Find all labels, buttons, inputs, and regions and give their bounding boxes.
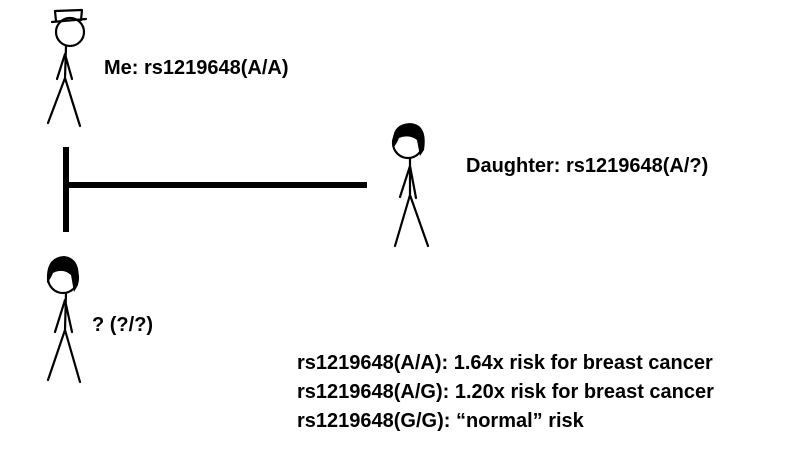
legend-row-ag: rs1219648(A/G): 1.20x risk for breast ca… <box>297 381 714 410</box>
me-label: Me: rs1219648(A/A) <box>104 57 289 79</box>
unknown-hair <box>47 256 79 292</box>
legend-text: rs1219648(G/G): “normal” risk <box>297 410 584 432</box>
legend-text: rs1219648(A/G): 1.20x risk for breast ca… <box>297 381 714 403</box>
pedigree-connector <box>63 147 367 232</box>
me-body <box>46 44 82 128</box>
legend-text: rs1219648(A/A): 1.64x risk for breast ca… <box>297 352 713 374</box>
daughter-figure <box>391 123 430 248</box>
hat-icon <box>50 8 88 24</box>
legend-row-aa: rs1219648(A/A): 1.64x risk for breast ca… <box>297 352 714 381</box>
legend-row-gg: rs1219648(G/G): “normal” risk <box>297 410 714 439</box>
risk-legend: rs1219648(A/A): 1.64x risk for breast ca… <box>297 352 714 439</box>
unknown-figure <box>46 256 82 384</box>
me-figure <box>46 8 88 128</box>
daughter-label: Daughter: rs1219648(A/?) <box>466 155 709 177</box>
unknown-body <box>46 291 82 384</box>
me-head <box>54 16 86 48</box>
daughter-body <box>393 156 430 248</box>
unknown-label: ? (?/?) <box>92 314 154 336</box>
daughter-hair <box>393 123 425 156</box>
